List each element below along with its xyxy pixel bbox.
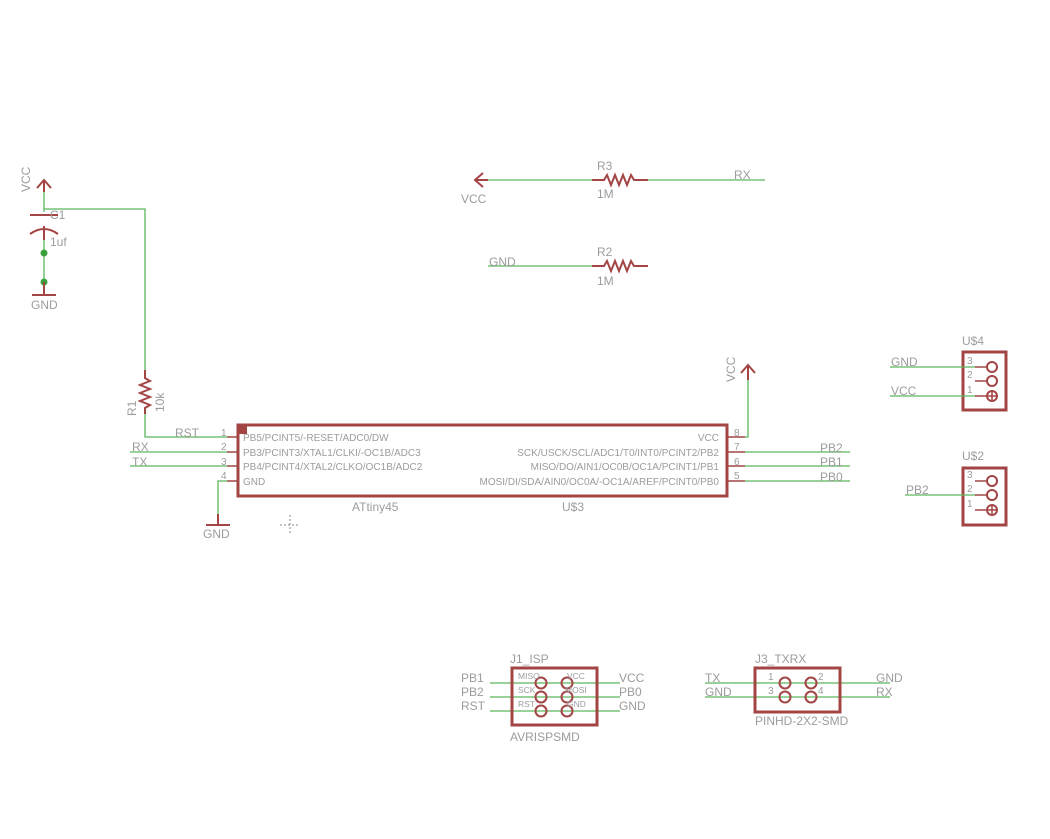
resistor-r3[interactable]: R3 1M bbox=[592, 159, 648, 201]
pin-number: 1 bbox=[221, 428, 227, 439]
gnd-supply-c1[interactable]: GND bbox=[31, 282, 58, 312]
net-label-rst: RST bbox=[175, 426, 200, 440]
r2-name: R2 bbox=[597, 245, 613, 259]
j1-value: AVRISPSMD bbox=[510, 730, 580, 744]
net-label-gnd: GND bbox=[489, 255, 516, 269]
ic-value: ATtiny45 bbox=[352, 500, 399, 514]
pin-number: 6 bbox=[734, 457, 740, 468]
pin-number: 1 bbox=[967, 499, 973, 510]
net-label-pb0: PB0 bbox=[619, 685, 642, 699]
net-label-rx: RX bbox=[876, 685, 893, 699]
net-label-pb1: PB1 bbox=[820, 455, 843, 469]
pin-label: RST bbox=[518, 699, 535, 709]
net-label-pb2: PB2 bbox=[461, 685, 484, 699]
resistor-r1[interactable]: R1 10k bbox=[125, 370, 167, 416]
j1-name: J1_ISP bbox=[510, 652, 549, 666]
pin-number: 1 bbox=[967, 385, 973, 396]
r1-name: R1 bbox=[125, 400, 139, 416]
pin-label: GND bbox=[243, 477, 265, 488]
junction-dot bbox=[40, 249, 48, 257]
connector-u4[interactable]: 3 2 1 U$4 bbox=[961, 334, 1008, 412]
gnd-supply-ic[interactable]: GND bbox=[203, 514, 230, 541]
net-label-pb2: PB2 bbox=[906, 483, 929, 497]
connector-j3-txrx[interactable]: 1 2 3 4 J3_TXRX PINHD-2X2-SMD bbox=[753, 652, 849, 728]
capacitor-c1[interactable]: C1 1uf bbox=[29, 208, 67, 249]
vcc-label: VCC bbox=[724, 356, 738, 382]
pin-label: VCC bbox=[698, 433, 719, 444]
u4-name: U$4 bbox=[962, 334, 984, 348]
net-label-vcc: VCC bbox=[891, 384, 917, 398]
ic-attiny45[interactable]: 1 2 3 4 PB5/PCINT5/-RESET/ADC0/DW PB3/PC… bbox=[221, 423, 745, 514]
pin-label: MISO/DO/AIN1/OC0B/OC1A/PCINT1/PB1 bbox=[531, 462, 720, 473]
c1-value: 1uf bbox=[50, 235, 67, 249]
pin-number: 2 bbox=[967, 370, 973, 381]
net-label-rst: RST bbox=[461, 699, 486, 713]
vcc-label: VCC bbox=[461, 192, 487, 206]
vcc-supply-left[interactable]: VCC bbox=[19, 166, 52, 192]
gnd-label: GND bbox=[31, 298, 58, 312]
r3-name: R3 bbox=[597, 159, 613, 173]
r1-value: 10k bbox=[153, 392, 167, 412]
pin-number: 4 bbox=[818, 686, 824, 697]
pin-label: PB3/PCINT3/XTAL1/CLKI/-OC1B/ADC3 bbox=[243, 448, 421, 459]
pin-number: 4 bbox=[221, 471, 227, 482]
pin-label: VCC bbox=[567, 671, 585, 681]
pin-label: MOSI bbox=[565, 685, 587, 695]
pin-number: 2 bbox=[967, 484, 973, 495]
net-label-rx: RX bbox=[734, 168, 751, 182]
vcc-supply-r3[interactable]: VCC bbox=[461, 172, 488, 206]
pin-number: 2 bbox=[221, 442, 227, 453]
pin-number: 8 bbox=[734, 428, 740, 439]
pin-number: 3 bbox=[221, 457, 227, 468]
pin-number: 7 bbox=[734, 442, 740, 453]
net-label-vcc: VCC bbox=[619, 671, 645, 685]
net-label-gnd: GND bbox=[891, 355, 918, 369]
pin-label: PB4/PCINT4/XTAL2/CLKO/OC1B/ADC2 bbox=[243, 462, 423, 473]
vcc-label: VCC bbox=[19, 166, 33, 192]
pin-label: PB5/PCINT5/-RESET/ADC0/DW bbox=[243, 433, 389, 444]
pin-number: 2 bbox=[818, 672, 824, 683]
net-label-pb1: PB1 bbox=[461, 671, 484, 685]
pin-number: 3 bbox=[967, 470, 973, 481]
pin-number: 5 bbox=[734, 471, 740, 482]
pin1-marker bbox=[238, 425, 247, 434]
j3-name: J3_TXRX bbox=[755, 652, 806, 666]
net-label-rx: RX bbox=[132, 440, 149, 454]
u2-name: U$2 bbox=[962, 449, 984, 463]
pin-label: GND bbox=[567, 699, 586, 709]
net-label-tx: TX bbox=[132, 455, 147, 469]
connector-u2[interactable]: 3 2 1 U$2 bbox=[961, 449, 1008, 527]
net-label-pb2: PB2 bbox=[820, 441, 843, 455]
pin-number: 3 bbox=[768, 686, 774, 697]
net-label-tx: TX bbox=[705, 671, 720, 685]
crosshair-cursor bbox=[280, 515, 300, 535]
resistor-r2[interactable]: R2 1M bbox=[592, 245, 648, 288]
pin-label: SCK/USCK/SCL/ADC1/T0/INT0/PCINT2/PB2 bbox=[517, 448, 719, 459]
connector-j1-isp[interactable]: MISO VCC SCK MOSI RST GND J1_ISP AVRISPS… bbox=[510, 652, 599, 744]
ic-name: U$3 bbox=[562, 500, 584, 514]
pin-label: SCK bbox=[518, 685, 536, 695]
pin-number: 3 bbox=[967, 356, 973, 367]
net-label-pb0: PB0 bbox=[820, 470, 843, 484]
pin-label: MISO bbox=[518, 671, 540, 681]
j3-value: PINHD-2X2-SMD bbox=[755, 714, 849, 728]
net-label-gnd: GND bbox=[876, 671, 903, 685]
gnd-label: GND bbox=[203, 527, 230, 541]
r2-value: 1M bbox=[597, 274, 614, 288]
net-label-gnd: GND bbox=[619, 699, 646, 713]
c1-name: C1 bbox=[50, 208, 66, 222]
r3-value: 1M bbox=[597, 187, 614, 201]
pin-number: 1 bbox=[768, 672, 774, 683]
net-label-gnd: GND bbox=[705, 685, 732, 699]
vcc-supply-ic[interactable]: VCC bbox=[724, 356, 756, 382]
pin-label: MOSI/DI/SDA/AIN0/OC0A/-OC1A/AREF/PCINT0/… bbox=[479, 477, 719, 488]
